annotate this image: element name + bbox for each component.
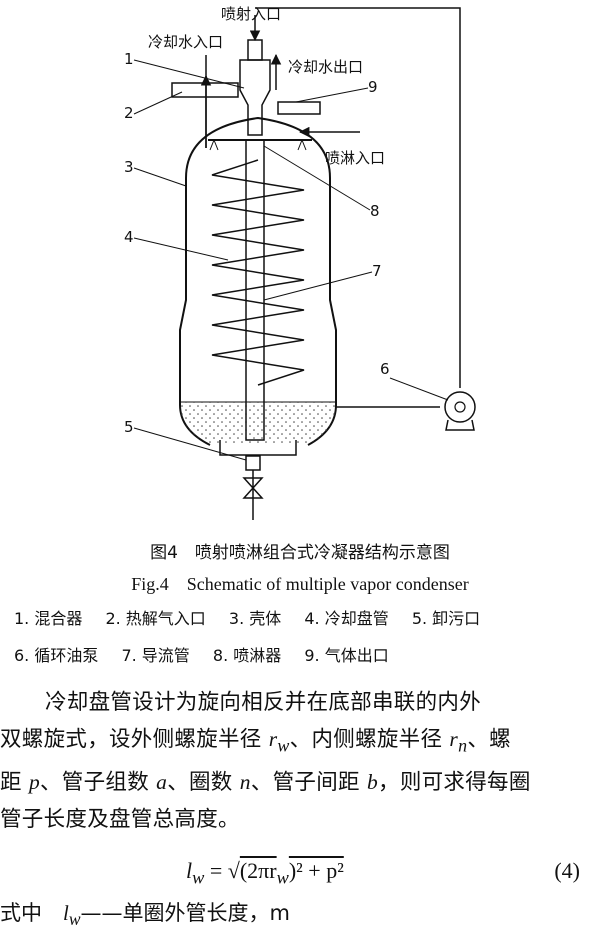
legend-item: 1. 混合器 bbox=[14, 609, 83, 628]
guide-tube bbox=[245, 139, 265, 441]
sump bbox=[219, 440, 297, 456]
where-clause: 式中 lw——单圈外管长度，m bbox=[0, 901, 290, 930]
label-2: 2 bbox=[124, 104, 134, 122]
label-shower-inlet: 喷淋入口 bbox=[325, 149, 385, 167]
legend-item: 8. 喷淋器 bbox=[212, 646, 282, 665]
label-5: 5 bbox=[124, 418, 134, 436]
label-coolant-inlet: 冷却水入口 bbox=[148, 33, 223, 51]
label-coolant-outlet: 冷却水出口 bbox=[288, 58, 363, 76]
legend-item: 7. 导流管 bbox=[121, 646, 190, 665]
cooling-coil bbox=[211, 159, 305, 386]
legend-item: 3. 壳体 bbox=[228, 609, 282, 628]
label-6: 6 bbox=[380, 360, 390, 378]
label-1: 1 bbox=[124, 50, 134, 68]
label-4: 4 bbox=[124, 228, 134, 246]
para-line: 距 p、管子组数 a、圈数 n、管子间距 b，则可求得每圈 bbox=[0, 770, 531, 796]
shell bbox=[179, 116, 337, 446]
drain-valve bbox=[242, 477, 264, 499]
body-paragraph: 冷却盘管设计为旋向相反并在底部串联的内外 双螺旋式，设外侧螺旋半径 rw、内侧螺… bbox=[0, 684, 600, 838]
top-flange-right bbox=[277, 101, 321, 115]
equation-number: (4) bbox=[554, 858, 580, 883]
para-line: 管子长度及盘管总高度。 bbox=[0, 807, 240, 833]
figure-caption-cn: 图4 喷射喷淋组合式冷凝器结构示意图 bbox=[150, 543, 450, 563]
legend-row-2: 6. 循环油泵 7. 导流管 8. 喷淋器 9. 气体出口 bbox=[14, 642, 407, 666]
equation-4: lw = √(2πrw)² + p² bbox=[186, 858, 344, 888]
mixer bbox=[239, 59, 271, 136]
condenser-diagram: 喷射入口 冷却水入口 冷却水出口 喷淋入口 1 2 3 4 5 6 7 8 9 bbox=[124, 5, 476, 520]
legend-item: 6. 循环油泵 bbox=[14, 646, 99, 665]
legend-item: 5. 卸污口 bbox=[411, 609, 481, 628]
legend-item: 2. 热解气入口 bbox=[105, 609, 206, 628]
para-line: 双螺旋式，设外侧螺旋半径 rw、内侧螺旋半径 rn、螺 bbox=[0, 727, 511, 756]
legend-item: 4. 冷却盘管 bbox=[304, 609, 389, 628]
liquid bbox=[180, 402, 336, 445]
figure-caption-en: Fig.4 Schematic of multiple vapor conden… bbox=[131, 574, 469, 594]
para-line: 冷却盘管设计为旋向相反并在底部串联的内外 bbox=[45, 690, 482, 715]
legend-item: 9. 气体出口 bbox=[304, 646, 389, 665]
label-3: 3 bbox=[124, 158, 134, 176]
top-flange-left bbox=[171, 82, 239, 98]
label-spray-inlet: 喷射入口 bbox=[221, 5, 281, 23]
pump bbox=[444, 391, 476, 423]
label-8: 8 bbox=[370, 202, 380, 220]
label-9: 9 bbox=[368, 78, 378, 96]
label-7: 7 bbox=[372, 262, 382, 280]
legend-row-1: 1. 混合器 2. 热解气入口 3. 壳体 4. 冷却盘管 5. 卸污口 bbox=[14, 605, 498, 629]
